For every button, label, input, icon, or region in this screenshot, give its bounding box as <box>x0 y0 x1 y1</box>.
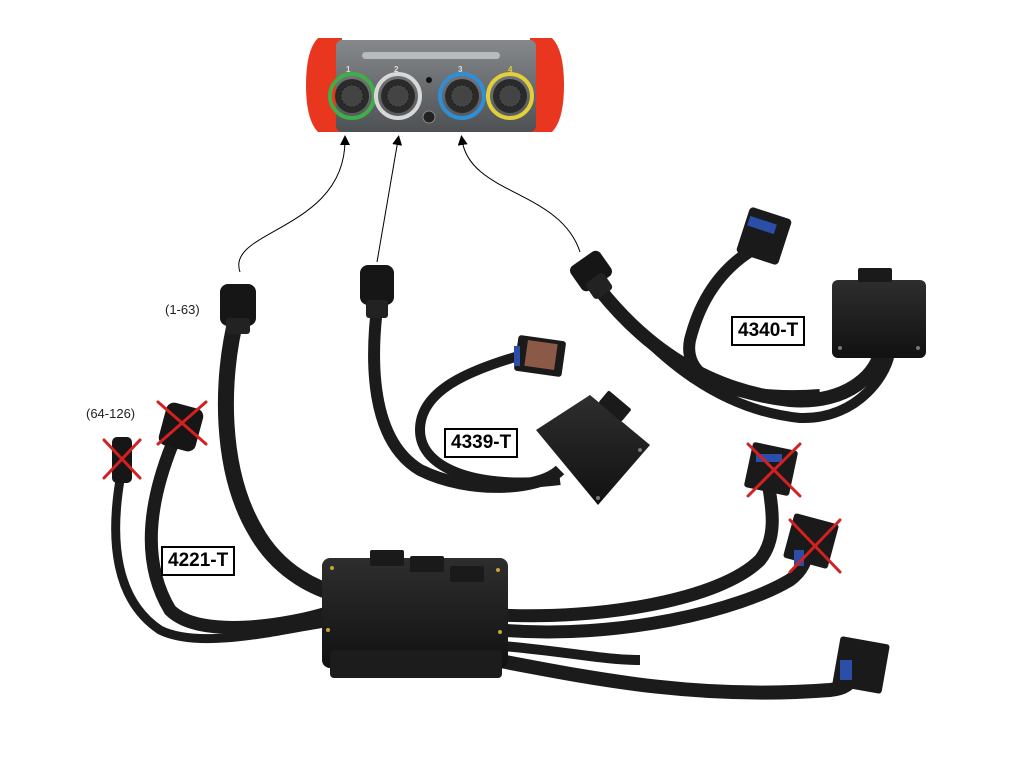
port-3: 3 <box>438 65 486 120</box>
module-4339-t <box>536 391 650 505</box>
pin-range-upper: (1-63) <box>165 302 200 317</box>
label-4340-t: 4340-T <box>731 316 806 346</box>
harness-4340-t <box>570 207 926 424</box>
cross-mark-right-1 <box>746 442 802 498</box>
device-top-rail <box>362 52 500 59</box>
port-2: 2 <box>374 65 422 120</box>
connector-4340-round <box>570 250 613 299</box>
pin-range-lower: (64-126) <box>86 406 136 421</box>
right-bumper <box>530 38 564 132</box>
status-led <box>426 77 432 83</box>
harness-4339-t <box>360 265 650 505</box>
connector-4339-round <box>360 265 394 318</box>
cross-mark-small-left <box>102 438 142 480</box>
port-label-2: 2 <box>394 65 399 74</box>
connector-4340-rect <box>736 207 792 265</box>
port-4: 4 <box>486 65 534 120</box>
port-label-3: 3 <box>458 65 463 74</box>
connector-4221-round-upper <box>220 284 256 334</box>
arrow-to-port-1 <box>238 135 350 273</box>
connector-4221-right-3 <box>832 636 890 694</box>
port-label-4: 4 <box>508 65 513 74</box>
arrow-to-port-2 <box>376 135 403 263</box>
arrow-to-port-3 <box>457 135 581 253</box>
connector-4339-rect <box>514 335 566 377</box>
module-4221-t <box>322 550 508 678</box>
module-4340-t <box>832 268 926 358</box>
port-label-1: 1 <box>346 65 351 74</box>
cross-mark-right-2 <box>788 518 842 574</box>
cross-mark-round-mid <box>156 400 208 446</box>
label-4221-t: 4221-T <box>161 546 236 576</box>
device-body <box>336 40 536 132</box>
center-connector <box>422 110 436 124</box>
label-4339-t: 4339-T <box>444 428 519 458</box>
data-logger-device: 1 2 3 4 <box>306 38 564 132</box>
